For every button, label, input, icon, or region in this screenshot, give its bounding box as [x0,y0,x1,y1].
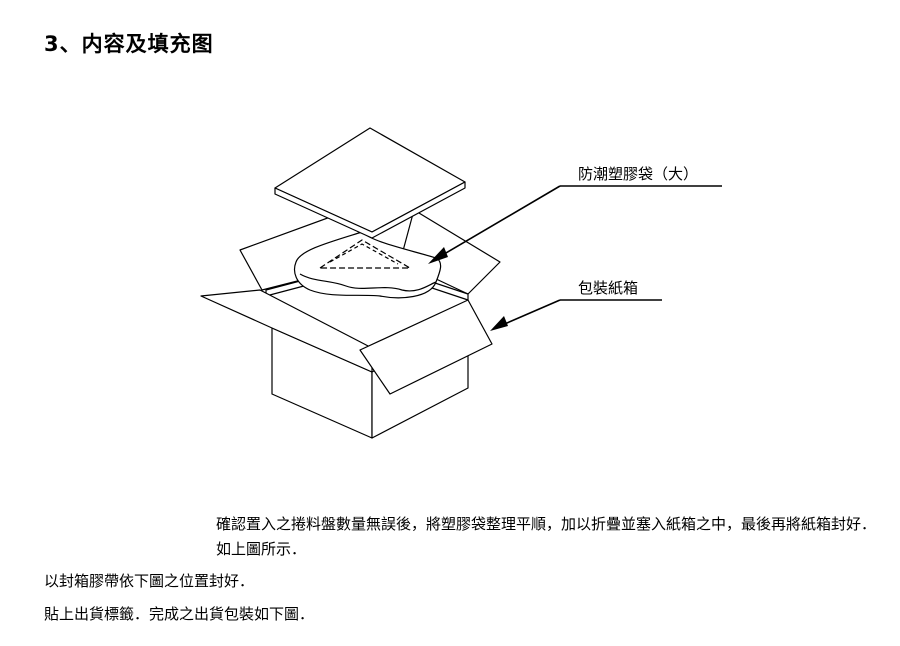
lid-board-edge [274,181,466,239]
arrowhead-box [490,316,508,331]
instruction-label: 貼上出貨標籤．完成之出貨包裝如下圖． [44,605,315,623]
callout-moisture-bag: 防潮塑膠袋（大） [578,165,699,183]
leader-box-diagonal [499,299,561,327]
instruction-paragraph: 確認置入之捲料盤數量無誤後，將塑膠袋整理平順，加以折疊並塞入紙箱之中，最後再將紙… [216,515,877,558]
leader-bag-diagonal [433,185,561,261]
instruction-seal: 以封箱膠帶依下圖之位置封好． [44,572,255,590]
callout-carton: 包裝紙箱 [578,279,639,297]
lid-board [274,127,466,233]
packing-illustration [200,127,722,439]
bag-fold-inner [329,243,399,265]
bag-wave [299,273,437,292]
section-heading: 3、内容及填充图 [44,32,214,56]
arrowhead-bag [428,247,448,264]
box-flap-front-right [359,299,493,395]
